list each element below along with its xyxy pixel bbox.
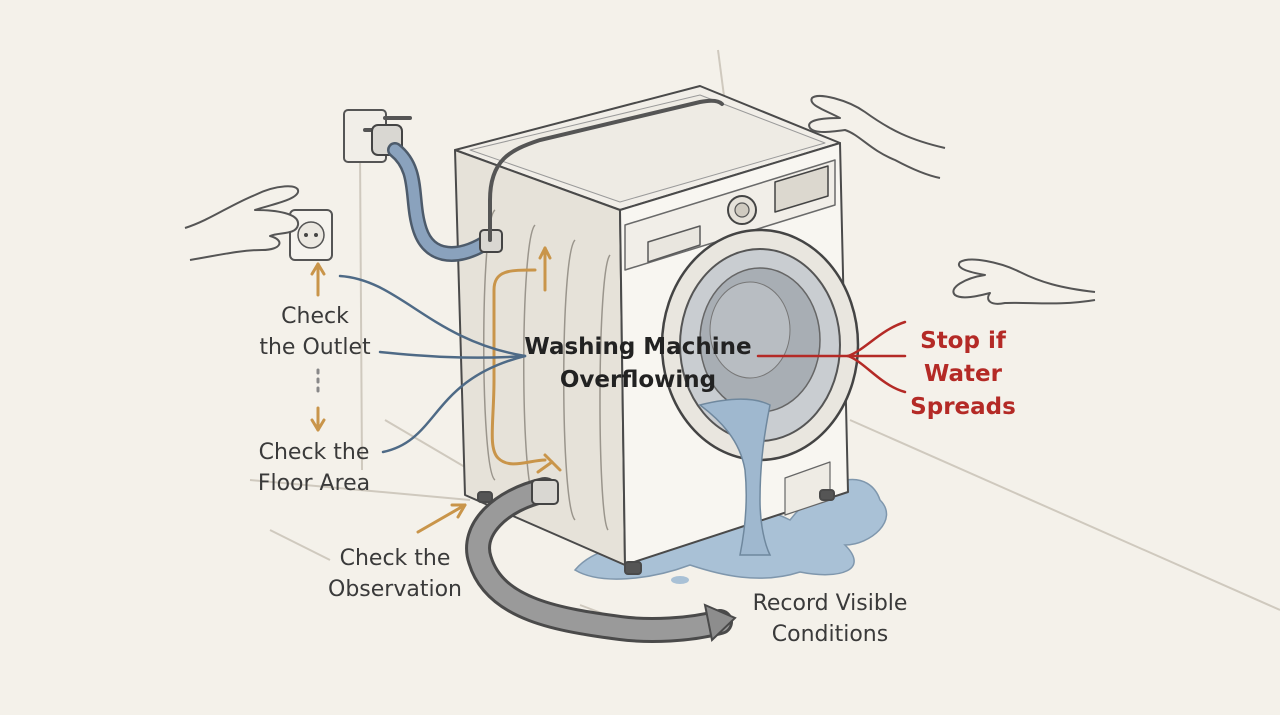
center-label-line-2: Overflowing: [559, 367, 717, 393]
connector-lines: [338, 274, 527, 454]
stop-connector-lines: [756, 320, 907, 394]
record-conditions-label: Record Visible Conditions: [738, 588, 922, 650]
check-floor-label: Check the Floor Area: [242, 437, 386, 499]
washing-machine: [454, 85, 860, 575]
hand-left: [184, 185, 299, 261]
drain-hose: [465, 477, 737, 643]
check-floor-line-1: Check the: [258, 440, 370, 465]
stop-label-line-3: Spreads: [910, 394, 1016, 420]
check-outlet-line-1: Check: [281, 304, 349, 329]
center-label-line-1: Washing Machine: [524, 334, 752, 360]
check-outlet-label: Check the Outlet: [250, 301, 380, 363]
hand-right: [952, 258, 1096, 305]
supply-hose: [343, 98, 724, 262]
stop-label: Stop if Water Spreads: [905, 325, 1021, 424]
check-floor-line-2: Floor Area: [257, 471, 371, 496]
check-observation-line-1: Check the: [339, 546, 451, 571]
check-observation-line-2: Observation: [328, 577, 462, 602]
center-label: Washing Machine Overflowing: [512, 331, 764, 397]
water-spill: [698, 398, 772, 556]
record-conditions-line-1: Record Visible: [752, 591, 908, 616]
check-observation-label: Check the Observation: [312, 543, 478, 605]
flow-arrows: [310, 246, 562, 534]
record-conditions-line-2: Conditions: [771, 622, 889, 647]
wall-outlet: [289, 209, 333, 261]
stop-label-line-2: Water: [923, 361, 1002, 387]
hand-top-right: [808, 94, 946, 179]
stop-label-line-1: Stop if: [920, 328, 1006, 354]
room-lines: [249, 49, 1280, 621]
check-outlet-line-2: the Outlet: [259, 335, 371, 360]
